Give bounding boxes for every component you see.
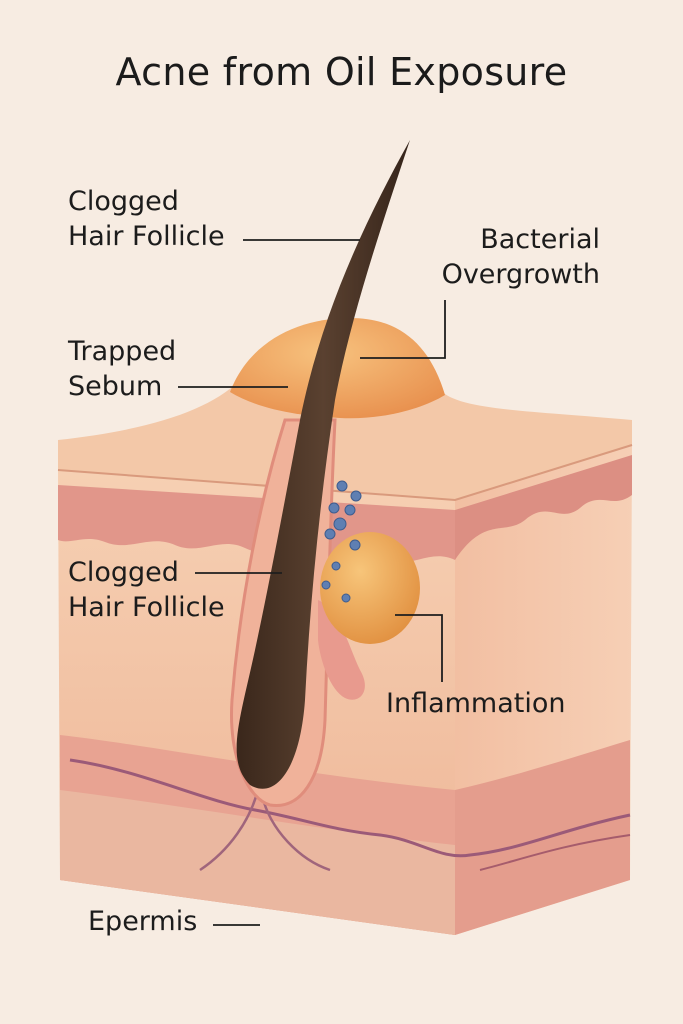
label-trapped-sebum: Trapped Sebum	[68, 336, 177, 402]
label-inflammation: Inflammation	[386, 688, 566, 719]
diagram-title: Acne from Oil Exposure	[115, 50, 568, 94]
label-bacterial-overgrowth: Bacterial Overgrowth	[441, 224, 600, 290]
skin-surface-edge	[57, 444, 633, 502]
blood-vessel	[69, 758, 631, 858]
blood-vessel	[479, 834, 631, 871]
sebaceous-duct	[318, 600, 365, 700]
leader-line-inflammation	[395, 614, 443, 682]
label-epidermis: Epermis	[88, 906, 198, 937]
leader-line-bacterial	[360, 300, 446, 359]
fat-layer	[60, 790, 455, 935]
bacteria-cluster	[321, 480, 362, 603]
label-clogged-follicle-mid: Clogged Hair Follicle	[68, 557, 225, 623]
blood-vessel	[199, 789, 331, 872]
label-clogged-follicle-top: Clogged Hair Follicle	[68, 186, 225, 252]
inflammation-sac	[320, 532, 420, 644]
dermis-band-side	[455, 455, 632, 560]
hair-shaft	[236, 140, 410, 789]
